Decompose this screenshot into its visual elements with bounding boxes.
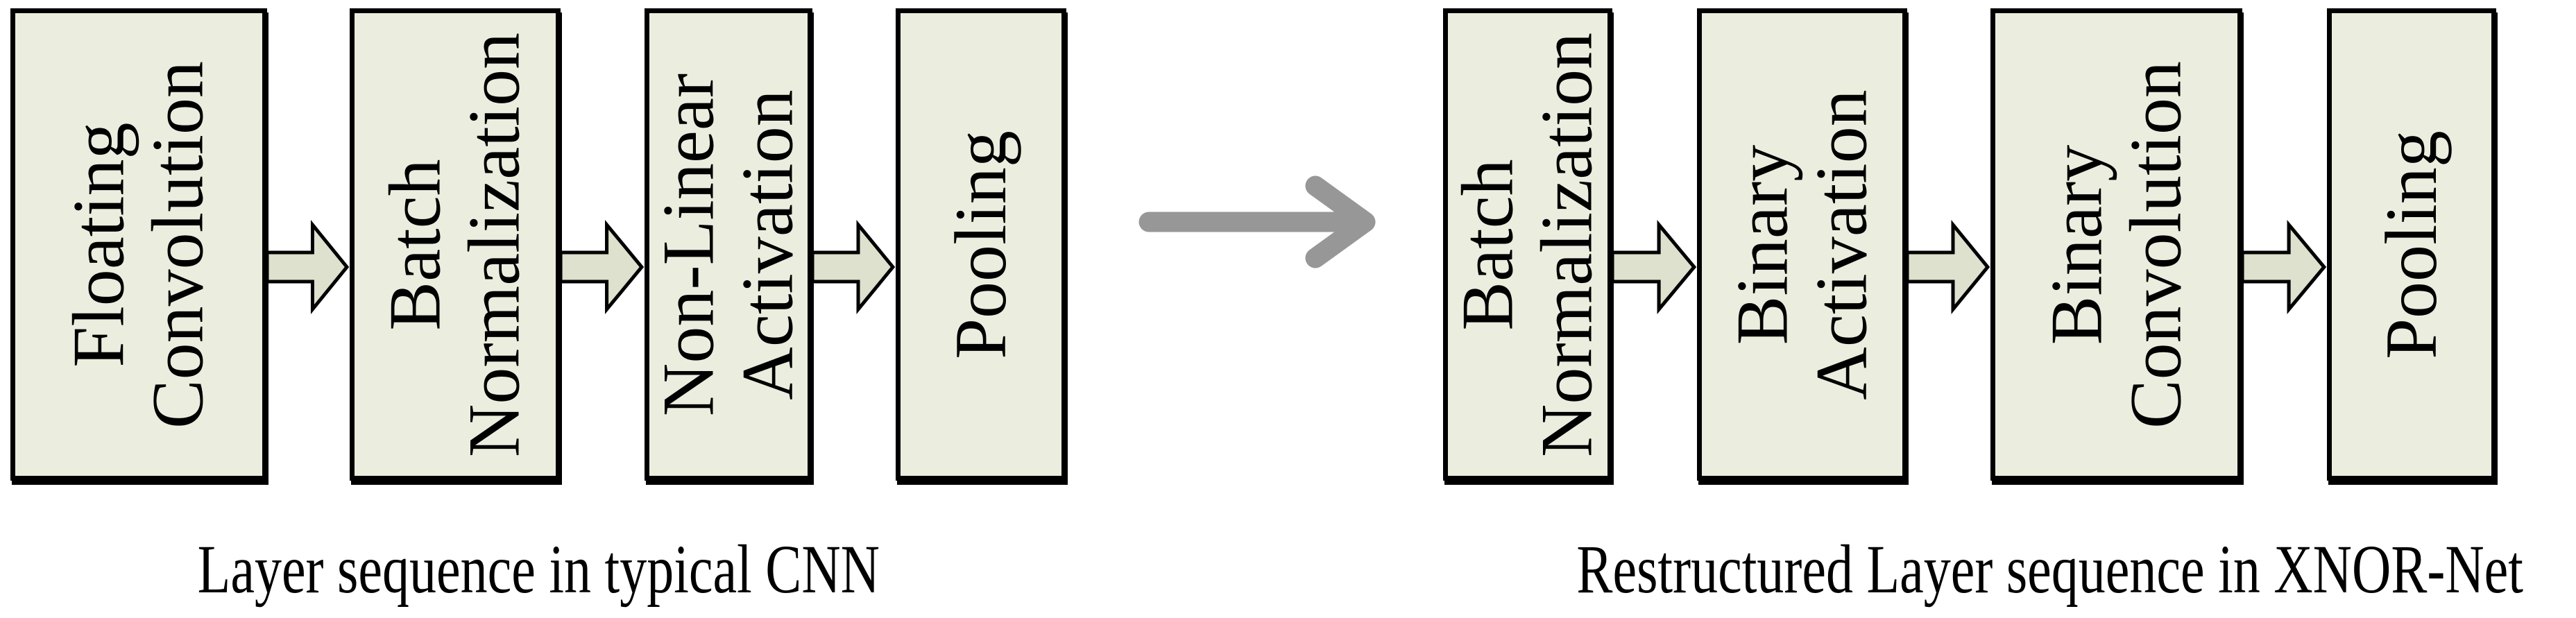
flow-arrow-icon — [558, 220, 645, 314]
caption-typical-cnn: Layer sequence in typical CNN — [197, 531, 880, 608]
node-batch-normalization-cnn: Batch Normalization — [350, 8, 561, 481]
node-label: Pooling — [939, 130, 1021, 359]
flow-arrow-icon — [1905, 220, 1990, 314]
node-label: Binary Convolution — [2036, 60, 2197, 429]
flow-arrow-icon — [2240, 220, 2327, 314]
node-label: Floating Convolution — [58, 60, 219, 429]
node-non-linear-activation: Non-Linear Activation — [645, 8, 812, 481]
caption-xnor-net: Restructured Layer sequence in XNOR-Net — [1576, 531, 2523, 608]
flow-arrow-icon — [265, 220, 350, 314]
flow-arrow-icon — [1610, 220, 1697, 314]
node-pooling-cnn: Pooling — [896, 8, 1066, 481]
node-label: Pooling — [2370, 130, 2452, 359]
transition-arrow-icon — [1138, 175, 1376, 268]
node-binary-activation: Binary Activation — [1697, 8, 1907, 481]
node-label: Non-Linear Activation — [647, 73, 808, 416]
node-label: Binary Activation — [1721, 89, 1882, 400]
node-label: Batch Normalization — [374, 32, 535, 457]
flow-arrow-icon — [810, 220, 896, 314]
node-floating-convolution: Floating Convolution — [10, 8, 267, 481]
node-binary-convolution: Binary Convolution — [1990, 8, 2242, 481]
node-batch-normalization-xnor: Batch Normalization — [1443, 8, 1612, 481]
node-pooling-xnor: Pooling — [2327, 8, 2496, 481]
node-label: Batch Normalization — [1447, 32, 1607, 457]
